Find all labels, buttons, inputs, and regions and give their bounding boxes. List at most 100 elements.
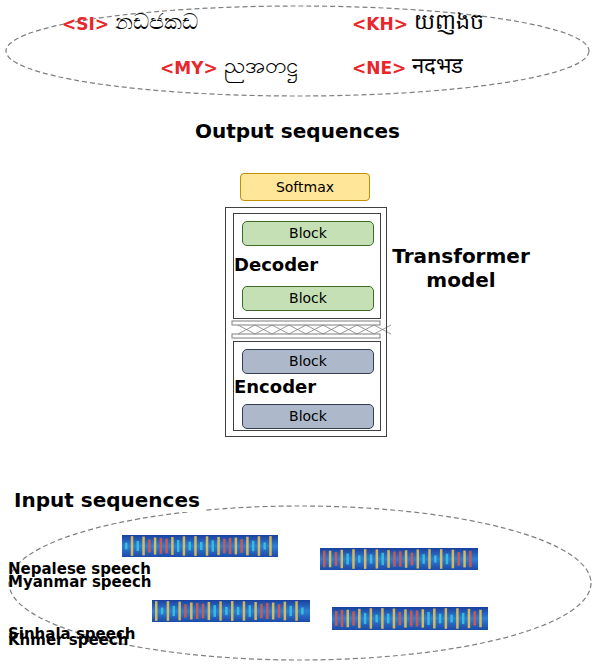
spectrogram-streak [428,549,431,569]
output-text: ညအတဋ္ဌ [224,53,297,79]
spectrogram-streak [370,554,373,563]
spectrogram-streak [364,613,367,624]
spectrogram-streak [463,551,466,568]
spectrogram-streak [329,551,332,568]
spectrogram-streak [231,601,234,621]
spectrogram-streak [468,609,471,628]
spectrogram-ground [152,600,310,622]
spectrogram-streak [473,611,476,625]
spectrogram-streak [177,540,180,552]
spectrogram-streak [301,608,304,615]
section-label: Input sequences [8,488,206,512]
spectrogram-streak [171,537,174,555]
block-label: Block [289,290,327,307]
spectrogram-streak [266,603,269,619]
spectrogram-streak [202,604,205,619]
link-stroke [289,325,306,334]
link-stroke [289,325,306,334]
encoder-box: EncoderBlockBlock [233,341,381,431]
spectrogram-streak [404,609,407,627]
link-stroke [272,325,289,334]
spectrogram-streak [165,539,168,554]
spectrogram-streak [446,554,449,565]
spectrogram-streak [249,605,252,617]
language-tag: <KH> [352,14,408,34]
encoder-block: Block [242,349,374,374]
spectrogram-streak [335,552,338,566]
spectrogram-streak [381,608,384,629]
spectrogram-streak [422,609,425,627]
spectrogram-streak [422,554,425,563]
spectrogram-streak [450,615,453,623]
spectrogram-streak [364,549,367,569]
spectrograms [122,535,488,630]
dashed-ellipse [9,506,591,660]
link-stroke [306,325,323,334]
spectrogram-streak [439,614,442,624]
spectrogram-streak [246,537,249,556]
link-stroke [340,325,357,334]
spectrogram-streak [167,601,170,621]
spectrogram-streak [260,604,263,619]
spectrogram-streak [295,601,298,621]
output-region: <SI> නඩජකඩ <KH> យញងច <MY> ညအတဋ္ဌ <NE> नदभड Outpu… [5,5,590,148]
spectrogram-streak [445,608,448,629]
spectrogram-streak [469,551,472,567]
output-text: नदभड [412,53,463,79]
link-stroke [238,325,255,334]
spectrogram-streak [452,550,455,569]
link-stroke [357,325,374,334]
link-stroke [306,325,323,334]
output-text: නඩජකඩ [115,9,198,35]
speech-label: Khmer speech [8,631,128,649]
spectrogram-streak [206,536,209,555]
decoder-block: Block [242,286,374,311]
spectrogram-streak [142,537,145,556]
block-label: Softmax [276,179,334,196]
spectrogram-streak [154,537,157,554]
spectrogram-streak [352,611,355,625]
link-stroke [255,325,272,334]
spectrogram-streak [272,603,275,620]
link-stroke [255,325,272,334]
link-stroke [374,325,391,334]
spectrogram-streak [393,551,396,566]
spectrogram-streak [335,611,338,626]
block-label: Block [289,225,327,242]
language-tag: <SI> [62,14,109,34]
spectrogram-streak [160,538,163,554]
output-text: យញងច [414,9,484,35]
spectrogram-streak [269,536,272,556]
decoder-label: Decoder [234,254,318,276]
spectrogram-streak [405,550,408,567]
spectrogram-streak [398,612,401,625]
spectrogram-streak [417,549,420,568]
spectrogram-streak [217,537,220,555]
spectrogram-streak [393,609,396,629]
link-stroke [374,325,391,334]
spectrogram-streak [410,610,413,626]
spectrogram-streak [223,539,226,553]
encoder-decoder-links [232,321,391,338]
language-tag: <NE> [352,58,406,78]
spectrogram-streak [184,604,187,617]
spectrogram [332,607,488,630]
section-label: Output sequences [195,119,400,143]
spectrogram-streak [148,539,151,552]
input-region: Input sequencesNepalese speechMyanmar sp… [8,488,592,662]
spectrogram-streak [235,538,238,555]
language-tag: <MY> [160,58,218,78]
spectrogram-streak [381,553,384,565]
speech-label: Myanmar speech [8,573,151,591]
link-stroke [340,325,357,334]
spectrogram-streak [456,608,459,628]
spectrogram-streak [323,551,326,567]
spectrogram-streak [229,538,232,554]
link-stroke [323,325,340,334]
spectrogram-streak [352,549,355,569]
spectrogram-streak [387,550,390,568]
model-label: Transformer model [391,244,531,292]
spectrogram-streak [161,608,164,615]
